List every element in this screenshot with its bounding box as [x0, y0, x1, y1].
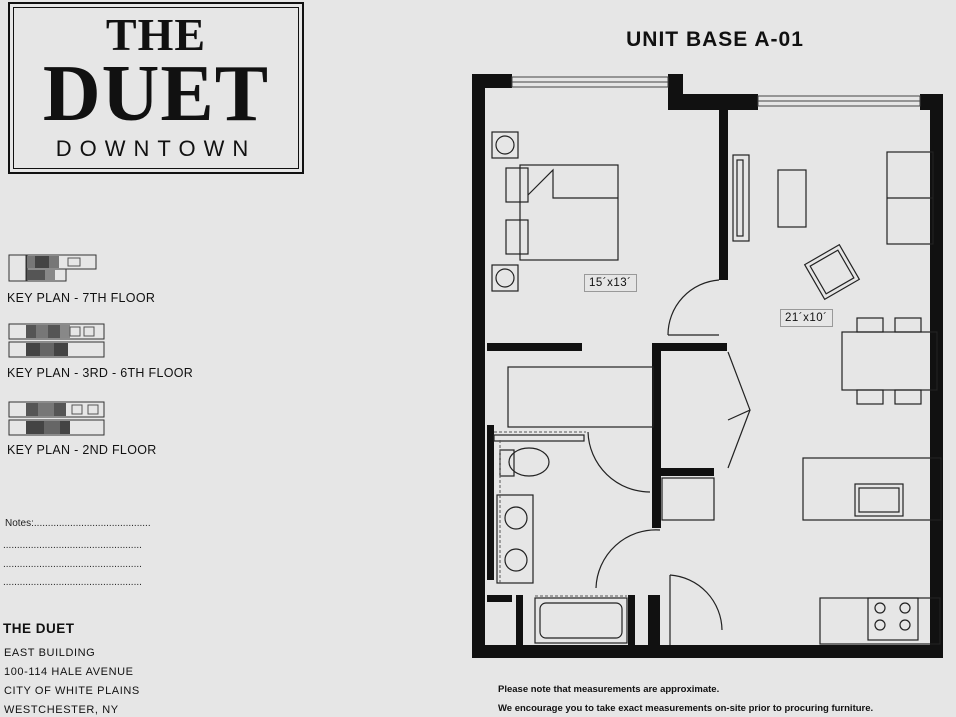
- address-line-2: 100-114 HALE AVENUE: [4, 666, 134, 678]
- unit-title: UNIT BASE A-01: [626, 28, 804, 51]
- key-plan-2nd-diagram: [8, 401, 105, 436]
- key-plan-7th-label: KEY PLAN - 7TH FLOOR: [7, 291, 156, 305]
- logo-the: THE: [105, 9, 207, 60]
- logo-duet: DUET: [42, 50, 270, 138]
- notes-line-2: ........................................…: [3, 559, 142, 570]
- address-line-1: EAST BUILDING: [4, 647, 96, 659]
- key-plan-2nd-label: KEY PLAN - 2ND FLOOR: [7, 443, 157, 457]
- key-plan-7th-diagram: [8, 254, 97, 282]
- disclaimer-line-2: We encourage you to take exact measureme…: [498, 703, 874, 714]
- disclaimer-line-1: Please note that measurements are approx…: [498, 684, 720, 695]
- logo-inner-frame: [13, 7, 299, 169]
- bedroom-dimensions: 15´x13´: [584, 274, 637, 292]
- living-dimensions: 21´x10´: [780, 309, 833, 327]
- address-line-3: CITY OF WHITE PLAINS: [4, 685, 140, 697]
- address-line-4: WESTCHESTER, NY: [4, 704, 119, 716]
- address-title: THE DUET: [3, 621, 75, 636]
- notes-label: Notes:..................................…: [5, 518, 151, 529]
- notes-line-1: ........................................…: [3, 540, 142, 551]
- logo-downtown: DOWNTOWN: [55, 136, 257, 161]
- key-plan-3rd-6th-label: KEY PLAN - 3RD - 6TH FLOOR: [7, 366, 194, 380]
- logo-frame: [8, 2, 304, 174]
- floor-plan: [472, 74, 943, 658]
- key-plan-3rd-6th-diagram: [8, 323, 105, 358]
- notes-line-3: ........................................…: [3, 577, 142, 588]
